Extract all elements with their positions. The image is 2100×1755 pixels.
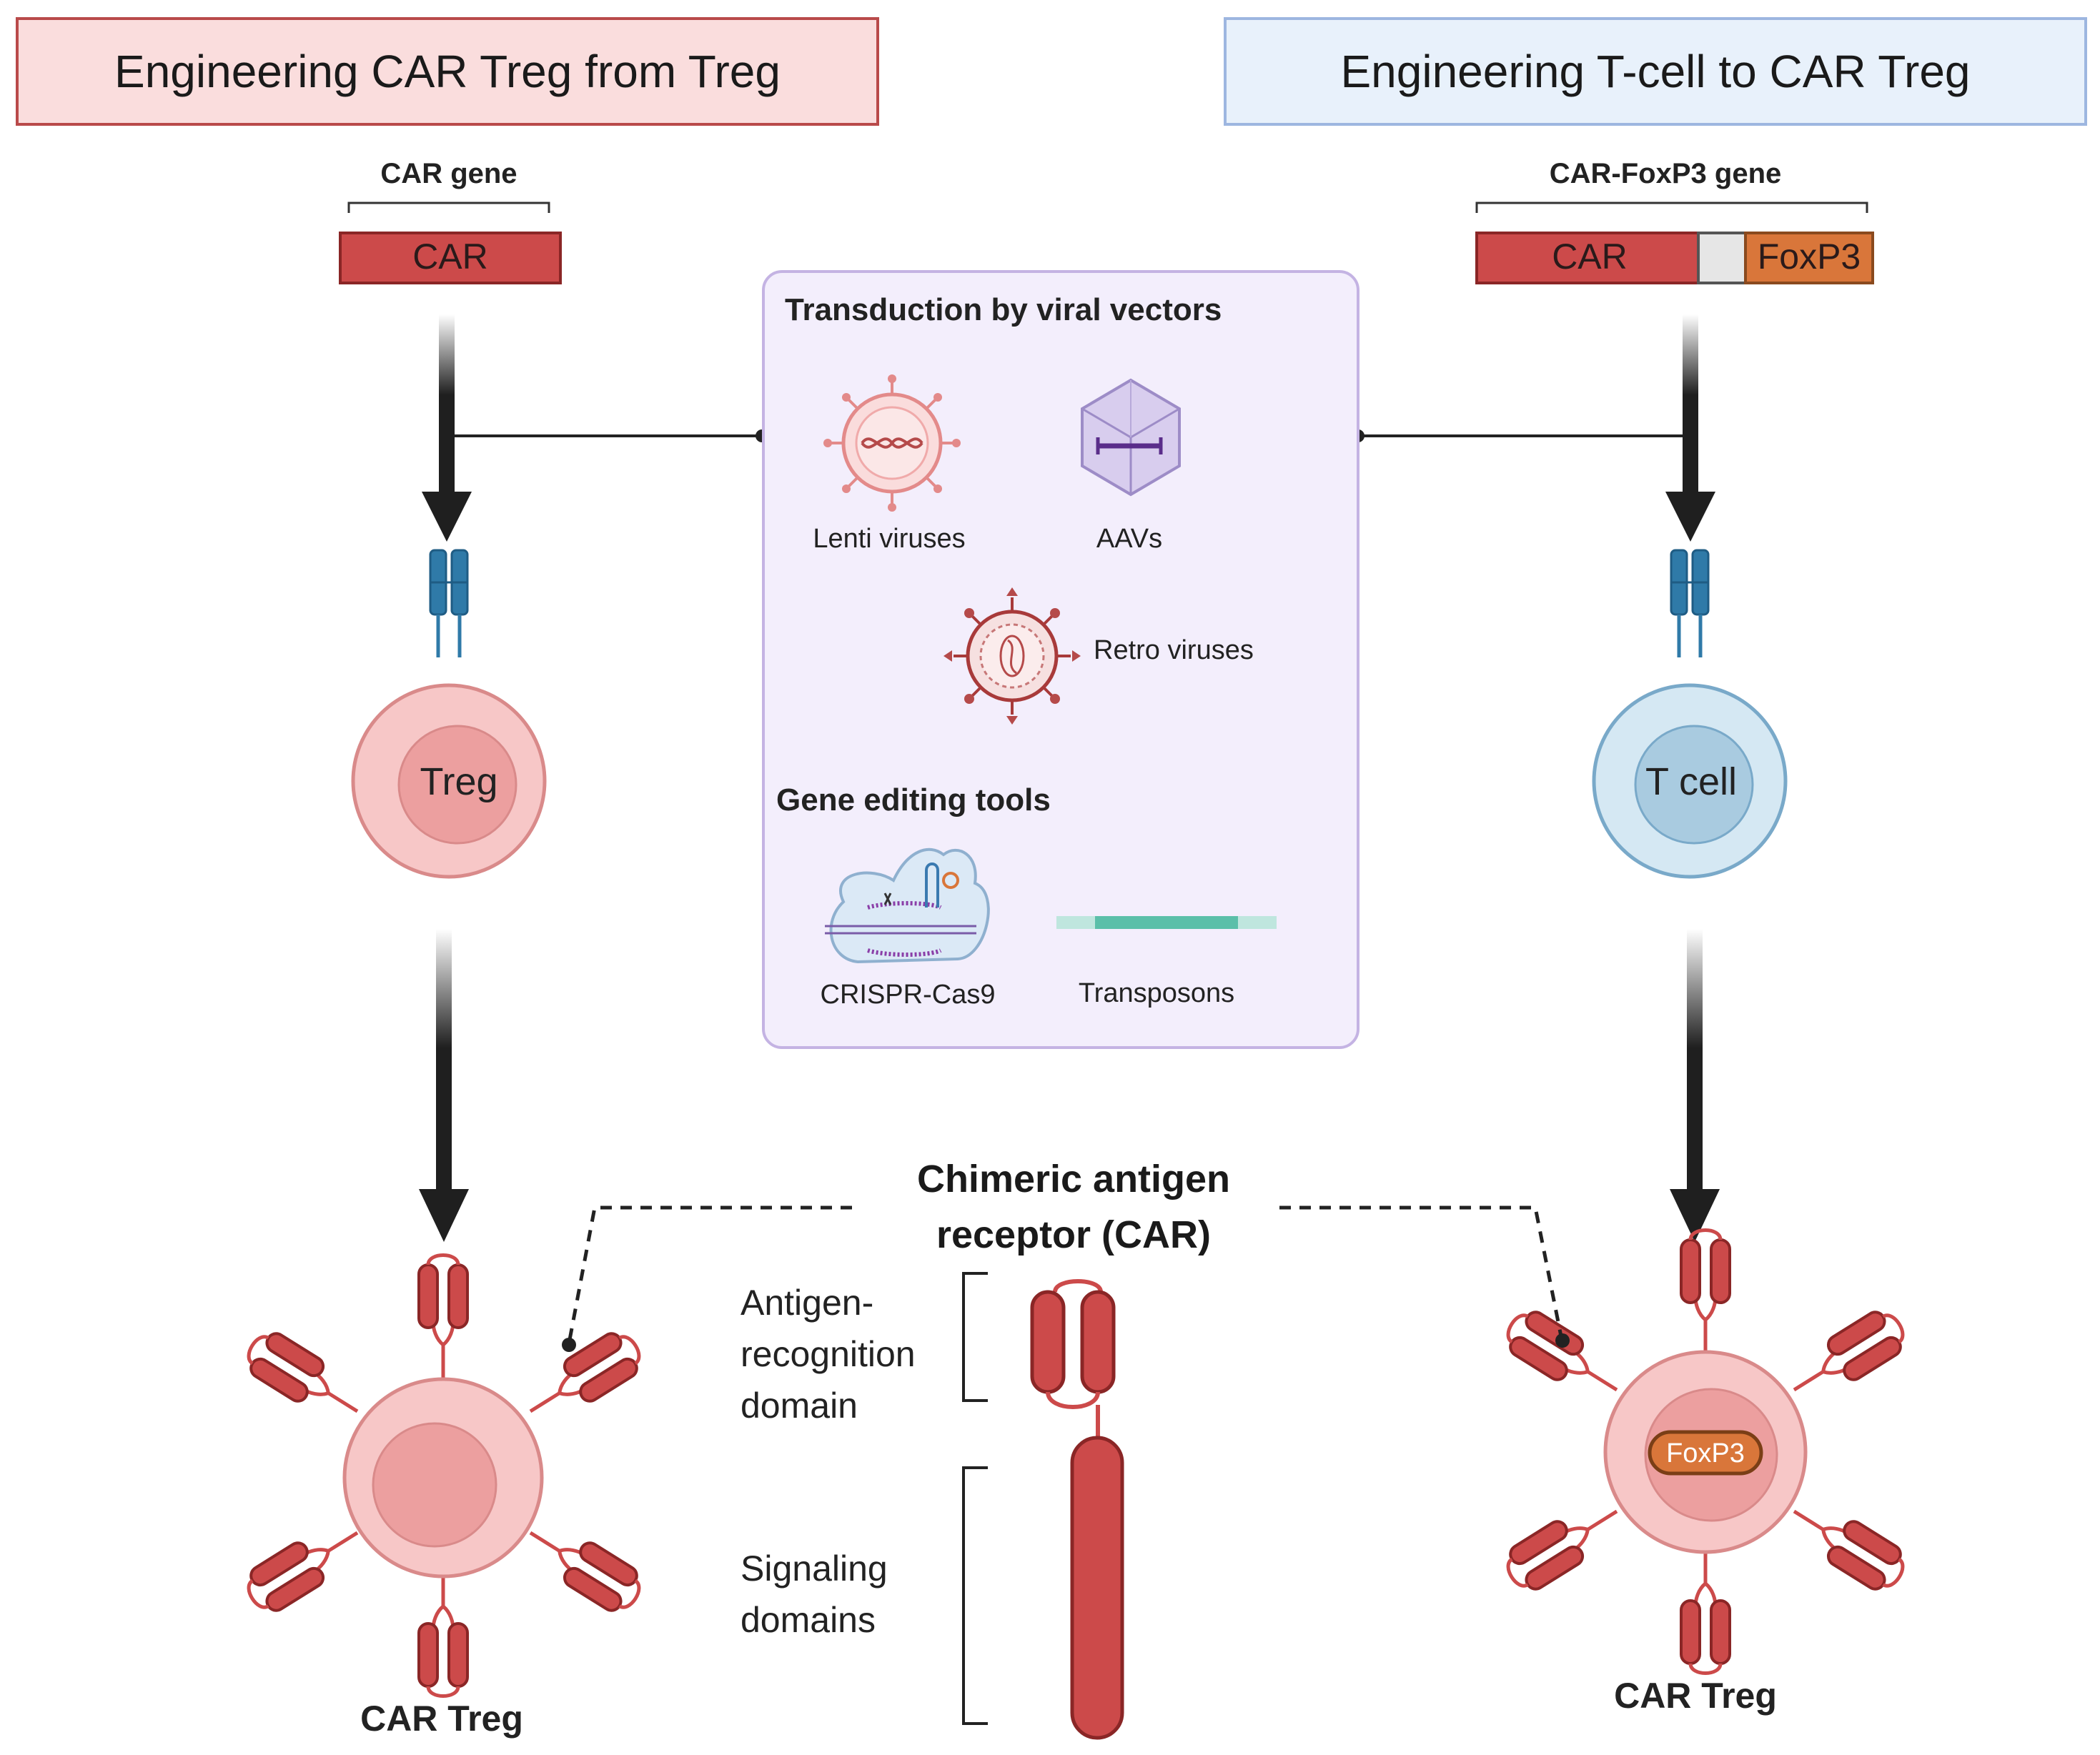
- aav-icon: [1081, 378, 1181, 497]
- car-gene-segment-label: CAR: [412, 237, 488, 277]
- signaling-label-line1: Signaling: [741, 1548, 888, 1589]
- left-car-treg-cell: [239, 1256, 648, 1696]
- car-foxp3-car-segment: [1475, 232, 1700, 284]
- car-gene-bracket: [347, 202, 550, 213]
- car-foxp3-foxp3-segment: [1744, 232, 1874, 284]
- t-cell-label: T cell: [1645, 760, 1737, 803]
- crispr-cas9-label: CRISPR-Cas9: [821, 980, 996, 1010]
- antigen-label-line3: domain: [741, 1386, 858, 1426]
- car-gene-segment: [339, 232, 562, 284]
- signaling-label-line2: domains: [741, 1600, 876, 1640]
- gene-editing-heading: Gene editing tools: [776, 782, 1051, 817]
- right-car-treg-label: CAR Treg: [1614, 1676, 1777, 1716]
- transposon-label: Transposons: [1079, 978, 1234, 1008]
- left-arrow-2: [419, 929, 469, 1242]
- aav-label: AAVs: [1096, 524, 1162, 554]
- crispr-cas9-icon: [825, 847, 990, 964]
- car-foxp3-gene-bracket: [1475, 202, 1868, 213]
- car-gene-label: CAR gene: [380, 158, 517, 189]
- left-arrow-1: [422, 314, 472, 542]
- car-structure-heading-line1: Chimeric antigen: [917, 1158, 1230, 1200]
- left-dashed-connector: [567, 1205, 852, 1344]
- lentivirus-icon: [823, 374, 961, 512]
- car-foxp3-linker-segment: [1697, 232, 1747, 284]
- treg-cell: [351, 550, 547, 879]
- lentivirus-label: Lenti viruses: [813, 524, 965, 554]
- car-foxp3-foxp3-segment-label: FoxP3: [1758, 237, 1861, 277]
- antigen-label-line2: recognition: [741, 1334, 916, 1374]
- car-foxp3-car-segment-label: CAR: [1552, 237, 1628, 277]
- right-dashed-connector: [1279, 1205, 1563, 1337]
- right-car-treg-cell: [1499, 1231, 1912, 1674]
- left-car-treg-label: CAR Treg: [360, 1699, 523, 1739]
- right-panel-title: Engineering T-cell to CAR Treg: [1224, 17, 2087, 126]
- antigen-domain-bracket: [962, 1272, 988, 1402]
- signaling-domain-bracket: [962, 1466, 988, 1725]
- left-dashed-connector-dot: [562, 1338, 576, 1352]
- car-structure-heading-line2: receptor (CAR): [936, 1213, 1211, 1256]
- transposon-icon: [1056, 916, 1277, 929]
- retrovirus-label: Retro viruses: [1094, 635, 1254, 665]
- transduction-heading: Transduction by viral vectors: [785, 292, 1222, 327]
- retrovirus-icon: [943, 587, 1081, 725]
- right-dashed-connector-dot: [1555, 1333, 1570, 1348]
- car-molecule-diagram: [1030, 1279, 1124, 1740]
- treg-cell-label: Treg: [420, 760, 497, 803]
- right-foxp3-nucleus-label: FoxP3: [1666, 1438, 1745, 1468]
- right-arrow-2: [1670, 929, 1720, 1242]
- left-panel-title: Engineering CAR Treg from Treg: [16, 17, 879, 126]
- t-cell: [1592, 550, 1788, 879]
- antigen-label-line1: Antigen-: [741, 1283, 873, 1323]
- right-arrow-1: [1665, 314, 1715, 542]
- car-foxp3-gene-label: CAR-FoxP3 gene: [1550, 158, 1782, 189]
